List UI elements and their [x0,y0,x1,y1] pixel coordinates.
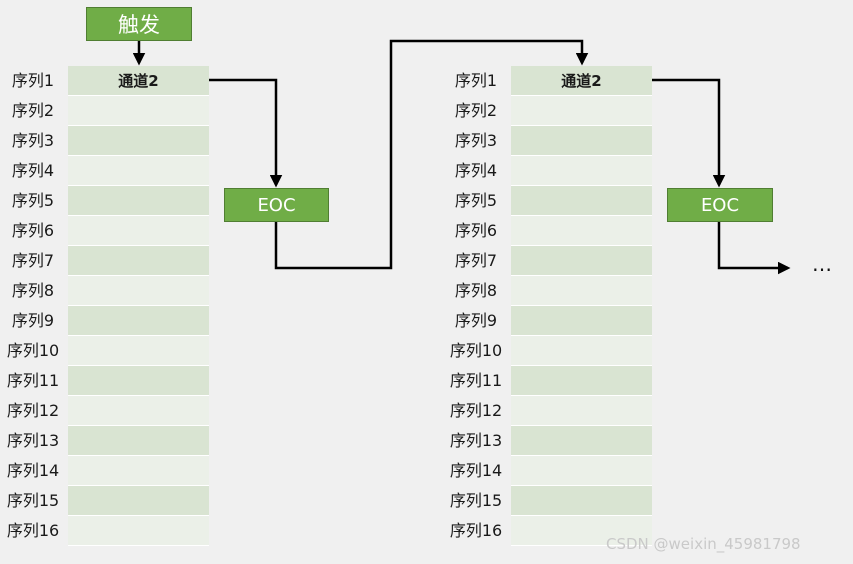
sequence-label: 序列1 [11,71,55,90]
sequence-cell [511,306,652,336]
sequence-label: 序列5 [11,191,55,210]
watermark: CSDN @weixin_45981798 [606,535,801,553]
sequence-label: 序列12 [6,401,60,420]
sequence-cell [68,396,209,426]
channel2-to-eoc2-arrow [652,78,726,188]
channel-header-cell: 通道2 [68,66,209,96]
sequence-label: 序列11 [449,371,503,390]
eoc1-to-channel2-arrow [274,39,589,270]
sequence-cell [68,336,209,366]
sequence-label: 序列11 [6,371,60,390]
sequence-label: 序列8 [11,281,55,300]
sequence-cell [68,96,209,126]
sequence-cell [511,216,652,246]
sequence-label: 序列7 [454,251,498,270]
sequence-cell [511,336,652,366]
sequence-label: 序列4 [11,161,55,180]
channel-table-1: 通道2 [68,66,209,546]
sequence-cell [511,276,652,306]
sequence-cell [511,516,652,546]
sequence-cell [511,366,652,396]
sequence-label: 序列10 [449,341,503,360]
sequence-label: 序列10 [6,341,60,360]
eoc-box-1: EOC [224,188,329,222]
sequence-cell [68,426,209,456]
sequence-label: 序列14 [449,461,503,480]
sequence-label: 序列3 [11,131,55,150]
sequence-cell [68,456,209,486]
sequence-cell [68,216,209,246]
eoc-label-2: EOC [700,194,740,216]
eoc2-continue-arrow [717,222,791,275]
sequence-cell [511,186,652,216]
trigger-label: 触发 [118,13,160,37]
sequence-label: 序列12 [449,401,503,420]
sequence-cell [511,456,652,486]
sequence-cell [68,516,209,546]
channel1-to-eoc1-arrow [209,78,283,188]
channel-table-2: 通道2 [511,66,652,546]
sequence-cell [511,96,652,126]
trigger-box: 触发 [86,7,192,41]
sequence-cell [511,486,652,516]
sequence-cell [68,126,209,156]
eoc-box-2: EOC [667,188,773,222]
sequence-label: 序列15 [449,491,503,510]
sequence-cell [68,276,209,306]
sequence-cell [68,186,209,216]
sequence-label: 序列8 [454,281,498,300]
sequence-cell [511,396,652,426]
sequence-label: 序列16 [449,521,503,540]
sequence-labels-2: 序列1 序列2 序列3 序列4 序列5 序列6 序列7 序列8 序列9 序列10 序列11 序列12 序… [443,66,509,546]
sequence-label: 序列6 [454,221,498,240]
sequence-label: 序列1 [454,71,498,90]
eoc-label-1: EOC [257,194,296,216]
sequence-label: 序列2 [454,101,498,120]
sequence-cell [68,306,209,336]
sequence-cell [511,126,652,156]
sequence-cell [68,366,209,396]
sequence-label: 序列13 [6,431,60,450]
channel-header-cell: 通道2 [511,66,652,96]
sequence-labels-1: 序列1 序列2 序列3 序列4 序列5 序列6 序列7 序列8 序列9 序列10 序列11 序列12 序… [0,66,66,546]
sequence-label: 序列9 [11,311,55,330]
sequence-label: 序列9 [454,311,498,330]
sequence-cell [511,156,652,186]
sequence-label: 序列14 [6,461,60,480]
continuation-ellipsis: … [812,252,833,276]
sequence-label: 序列3 [454,131,498,150]
sequence-label: 序列6 [11,221,55,240]
sequence-cell [68,246,209,276]
sequence-cell [68,156,209,186]
sequence-label: 序列7 [11,251,55,270]
sequence-label: 序列4 [454,161,498,180]
sequence-cell [511,246,652,276]
sequence-cell [68,486,209,516]
sequence-label: 序列16 [6,521,60,540]
sequence-label: 序列13 [449,431,503,450]
sequence-cell [511,426,652,456]
sequence-label: 序列2 [11,101,55,120]
sequence-label: 序列5 [454,191,498,210]
sequence-label: 序列15 [6,491,60,510]
